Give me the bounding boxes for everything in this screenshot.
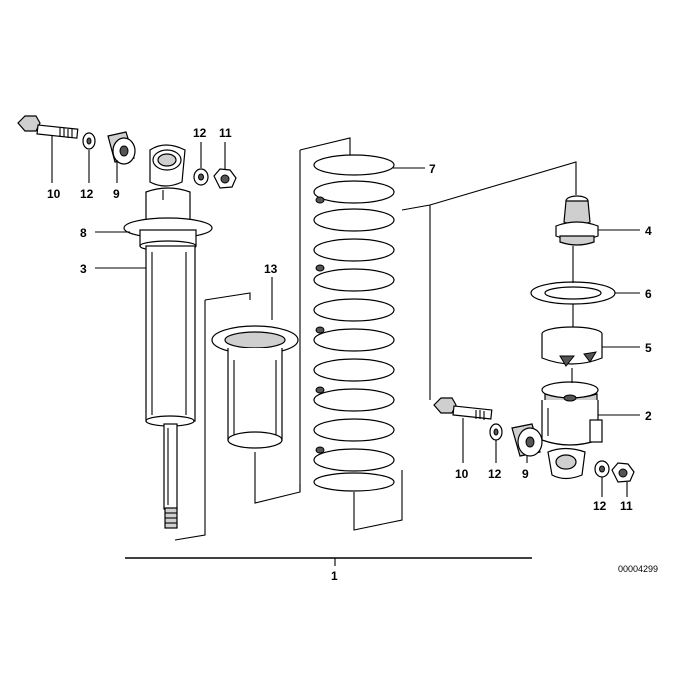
callout-12-left: 12 (80, 187, 94, 201)
callout-11-top: 11 (219, 126, 232, 140)
callout-12-top: 12 (193, 126, 207, 140)
callout-6: 6 (645, 287, 652, 301)
coil-spring-7 (313, 154, 395, 492)
callout-9-right: 9 (522, 467, 529, 481)
bump-stop-13 (211, 325, 299, 449)
callout-3: 3 (80, 262, 87, 276)
callout-12-right: 12 (488, 467, 502, 481)
bolt-right (433, 397, 493, 420)
flat-washer-6 (530, 281, 616, 305)
callout-9-left: 9 (113, 187, 120, 201)
shock-top-eye (149, 144, 186, 187)
reference-number: 00004299 (618, 564, 658, 574)
washer-left (82, 132, 96, 150)
rubber-mount-4 (555, 195, 599, 246)
callout-10-left: 10 (47, 187, 61, 201)
nut-top (213, 168, 237, 189)
spring-seat-5 (541, 326, 603, 367)
bushing-left (107, 131, 136, 165)
washer-top (193, 168, 209, 186)
callout-1: 1 (331, 569, 338, 583)
callout-13: 13 (264, 262, 278, 276)
washer-bottom (594, 460, 610, 478)
callout-11-bottom: 11 (620, 499, 633, 513)
callout-7: 7 (429, 162, 436, 176)
callout-4: 4 (645, 224, 652, 238)
callout-2: 2 (645, 409, 652, 423)
nut-bottom (611, 462, 635, 483)
callout-12-bottom: 12 (593, 499, 607, 513)
bracket-lines (51, 136, 640, 566)
lower-eye-clamp (547, 447, 586, 480)
bolt-left (17, 115, 79, 139)
bushing-right (511, 423, 543, 457)
washer-right (489, 423, 503, 441)
lower-mount-2 (541, 381, 603, 446)
callout-8: 8 (80, 226, 87, 240)
callout-10-right: 10 (455, 467, 469, 481)
shock-absorber (123, 187, 213, 529)
callout-5: 5 (645, 341, 652, 355)
